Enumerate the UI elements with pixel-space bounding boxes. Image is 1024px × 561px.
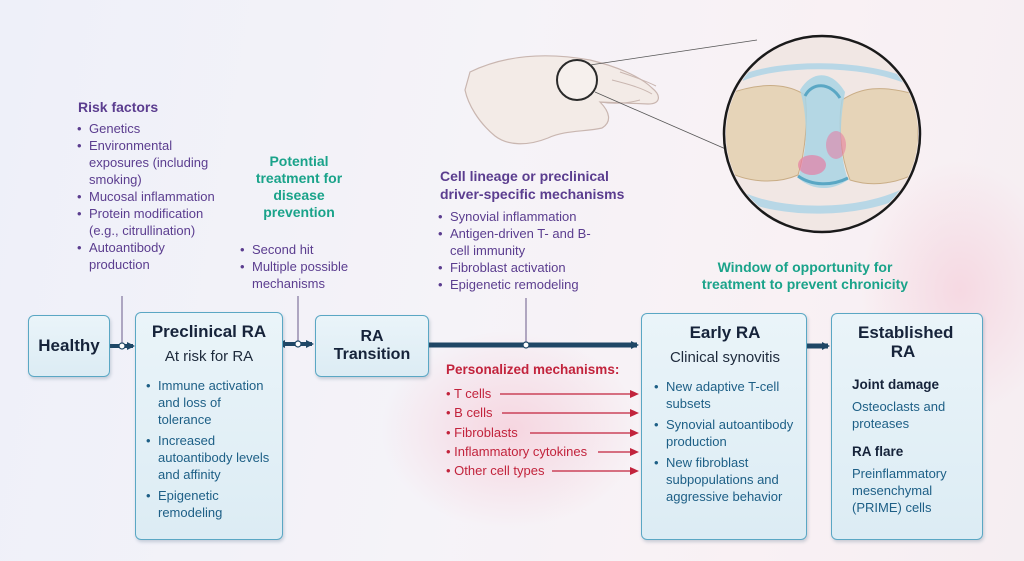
list-item: Mucosal inflammation xyxy=(77,188,217,205)
list-item: Immune activation and loss of tolerance xyxy=(146,377,272,428)
list-item: Fibroblast activation xyxy=(438,259,608,276)
list-item: Increased autoantibody levels and affini… xyxy=(146,432,272,483)
personalized-heading: Personalized mechanisms: xyxy=(446,362,620,377)
transition-title: RA Transition xyxy=(333,328,411,363)
connector-dot-risk xyxy=(118,342,126,350)
early-list: New adaptive T-cell subsets Synovial aut… xyxy=(654,378,796,505)
joint-damage-heading: Joint damage xyxy=(852,377,940,393)
personalized-item: Other cell types xyxy=(446,463,544,478)
personalized-item: T cells xyxy=(446,386,491,401)
ra-flare-text: Preinflammatory mesenchymal (PRIME) cell… xyxy=(852,466,947,516)
risk-factors-list: Genetics Environmental exposures (includ… xyxy=(77,120,217,273)
personalized-item: Inflammatory cytokines xyxy=(446,444,587,459)
early-ra-box: Early RA Clinical synovitis New adaptive… xyxy=(641,313,807,540)
list-item: Protein modification (e.g., citrullinati… xyxy=(77,205,217,239)
list-item: Autoantibody production xyxy=(77,239,217,273)
ra-flare-heading: RA flare xyxy=(852,444,904,460)
lineage-heading: Cell lineage or preclinical driver-speci… xyxy=(440,168,625,202)
preclinical-list: Immune activation and loss of tolerance … xyxy=(146,377,272,521)
list-item: New fibroblast subpopulations and aggres… xyxy=(654,454,796,505)
connector-dot-second-hit xyxy=(294,340,302,348)
magnifier-lead-bottom xyxy=(594,91,729,151)
magnifier-circle-icon xyxy=(556,59,598,101)
early-title: Early RA xyxy=(689,323,761,342)
personalized-item: B cells xyxy=(446,405,492,420)
healthy-title: Healthy xyxy=(38,335,100,355)
joint-damage-text: Osteoclasts and proteases xyxy=(852,399,946,432)
list-item: Antigen-driven T- and B-cell immunity xyxy=(438,225,608,259)
list-item: New adaptive T-cell subsets xyxy=(654,378,796,412)
established-title: Established RA xyxy=(858,323,954,361)
preclinical-ra-box: Preclinical RA At risk for RA Immune act… xyxy=(135,312,283,540)
list-item: Environmental exposures (including smoki… xyxy=(77,137,217,188)
personalized-item: Fibroblasts xyxy=(446,425,518,440)
second-hit-list: Second hit Multiple possible mechanisms xyxy=(240,241,370,292)
window-heading: Window of opportunity for treatment to p… xyxy=(701,259,909,292)
list-item: Epigenetic remodeling xyxy=(146,487,272,521)
list-item: Epigenetic remodeling xyxy=(438,276,608,293)
connector-dot-lineage xyxy=(522,341,530,349)
established-ra-box: Established RA Joint damage Osteoclasts … xyxy=(831,313,983,540)
ra-transition-box: RA Transition xyxy=(315,315,429,377)
lineage-list: Synovial inflammation Antigen-driven T- … xyxy=(438,208,608,293)
early-subtitle: Clinical synovitis xyxy=(669,348,781,366)
list-item: Synovial autoantibody production xyxy=(654,416,796,450)
list-item: Second hit xyxy=(240,241,370,258)
healthy-box: Healthy xyxy=(28,315,110,377)
preclinical-subtitle: At risk for RA xyxy=(164,347,254,365)
list-item: Synovial inflammation xyxy=(438,208,608,225)
joint-illustration xyxy=(722,34,922,234)
magnifier-lead-top xyxy=(589,39,758,66)
list-item: Genetics xyxy=(77,120,217,137)
risk-factors-heading: Risk factors xyxy=(78,99,159,115)
hand-illustration xyxy=(464,55,659,145)
preclinical-title: Preclinical RA xyxy=(151,322,267,341)
prevention-heading: Potential treatment for disease preventi… xyxy=(255,153,343,220)
list-item: Multiple possible mechanisms xyxy=(240,258,370,292)
